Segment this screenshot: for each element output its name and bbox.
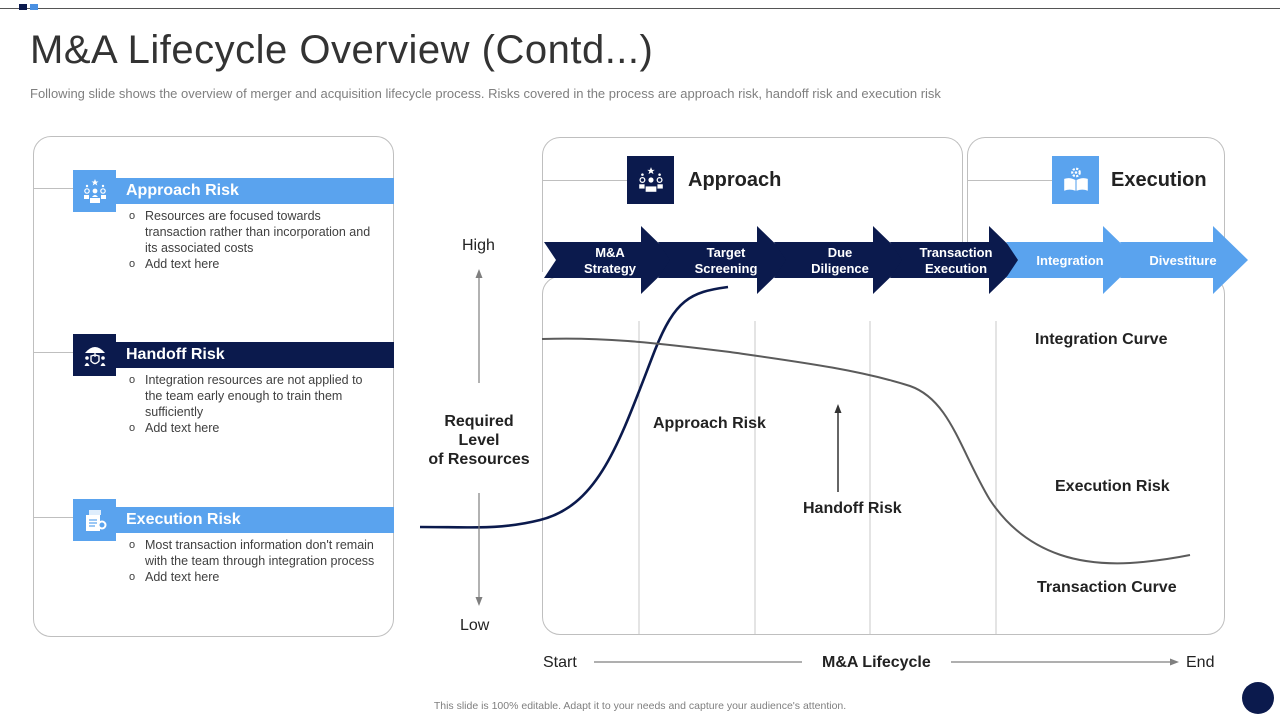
risk-title-bar: Approach Risk <box>116 178 394 204</box>
risk-title-bar: Handoff Risk <box>116 342 394 368</box>
risk-bullet: Integration resources are not applied to… <box>126 372 376 420</box>
transaction-curve-line <box>541 337 1191 565</box>
step-label: Integration <box>1036 253 1104 268</box>
chevron-transaction-execution <box>890 226 1024 294</box>
risk-bullet: Add text here <box>126 256 376 272</box>
chevron-integration <box>1006 226 1138 294</box>
risk-block-handoff: Handoff Risk Integration resources are n… <box>34 334 394 454</box>
umbrella-shield-icon <box>73 334 116 376</box>
book-gear-icon <box>1052 156 1099 204</box>
axis-arrows <box>475 269 1179 666</box>
risk-bullet: Add text here <box>126 569 376 585</box>
chevron-due-diligence <box>774 226 908 294</box>
corner-square-light <box>30 4 38 10</box>
x-axis-title: M&A Lifecycle <box>822 654 931 671</box>
approach-phase-panel <box>542 137 963 272</box>
approach-risk-label: Approach Risk <box>653 415 766 432</box>
risk-bullet: Add text here <box>126 420 376 436</box>
people-network-icon <box>73 170 116 212</box>
process-chevrons <box>544 226 1248 294</box>
risk-bullet-list: Integration resources are not applied to… <box>126 372 376 436</box>
axis-low-label: Low <box>460 617 490 634</box>
risk-bullet-list: Resources are focused towards transactio… <box>126 208 376 272</box>
chevron-divestiture <box>1120 226 1248 294</box>
connector-line <box>34 517 74 518</box>
risk-title-bar: Execution Risk <box>116 507 394 533</box>
integration-curve-label: Integration Curve <box>1035 331 1168 348</box>
handoff-risk-label: Handoff Risk <box>803 500 902 517</box>
risk-panel: Approach Risk Resources are focused towa… <box>33 136 394 637</box>
transaction-curve-label: Transaction Curve <box>1037 579 1177 596</box>
risk-block-execution: Execution Risk Most transaction informat… <box>34 499 394 619</box>
footer-note: This slide is 100% editable. Adapt it to… <box>433 700 847 712</box>
risk-block-approach: Approach Risk Resources are focused towa… <box>34 170 394 290</box>
connector-line <box>543 180 627 181</box>
document-gear-icon <box>73 499 116 541</box>
chevron-target-screening <box>658 226 792 294</box>
risk-bullet-list: Most transaction information don't remai… <box>126 537 376 585</box>
integration-curve-line <box>419 285 729 529</box>
corner-square-dark <box>19 4 27 10</box>
phase-label-approach: Approach <box>688 169 782 191</box>
page-title: M&A Lifecycle Overview (Contd...) <box>30 28 654 72</box>
phase-label-execution: Execution <box>1111 169 1207 191</box>
connector-line <box>968 180 1052 181</box>
people-network-icon <box>627 156 674 204</box>
step-label: Divestiture <box>1149 253 1217 268</box>
divider-lines <box>638 321 997 634</box>
axis-high-label: High <box>462 237 495 254</box>
risk-bullet: Most transaction information don't remai… <box>126 537 376 569</box>
axis-end-label: End <box>1186 654 1215 671</box>
page-subtitle: Following slide shows the overview of me… <box>30 86 941 101</box>
top-divider-line <box>0 8 1280 9</box>
curves <box>419 285 1191 565</box>
risk-bullet: Resources are focused towards transactio… <box>126 208 376 256</box>
axis-start-label: Start <box>543 654 577 671</box>
execution-risk-label: Execution Risk <box>1055 478 1170 495</box>
handoff-arrow <box>834 404 842 492</box>
slide-nav-button[interactable] <box>1242 682 1274 714</box>
execution-phase-panel <box>967 137 1225 272</box>
connector-line <box>34 188 74 189</box>
connector-line <box>34 352 74 353</box>
chevron-ma-strategy <box>544 226 676 294</box>
